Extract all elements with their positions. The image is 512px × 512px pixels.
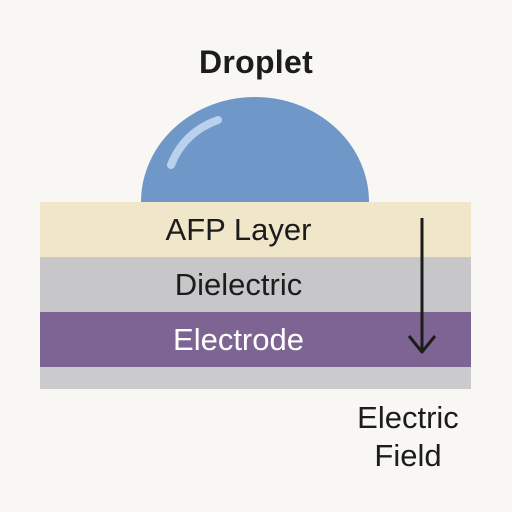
dielectric-layer-label: Dielectric xyxy=(174,266,303,302)
droplet-title: Droplet xyxy=(198,44,314,80)
electric-field-label: Electric Field xyxy=(340,399,476,475)
droplet-highlight xyxy=(167,116,222,169)
droplet-body xyxy=(141,97,369,202)
field-label-line2: Field xyxy=(374,438,442,473)
dielectric-layer: Dielectric xyxy=(40,257,471,312)
arrow-head-icon xyxy=(407,335,437,354)
field-label-line1: Electric xyxy=(357,400,459,435)
substrate-layer xyxy=(40,367,471,389)
electrode-layer-label: Electrode xyxy=(173,321,304,357)
afp-layer: AFP Layer xyxy=(40,202,471,257)
afp-layer-label: AFP Layer xyxy=(165,211,312,247)
electrode-layer: Electrode xyxy=(40,312,471,367)
